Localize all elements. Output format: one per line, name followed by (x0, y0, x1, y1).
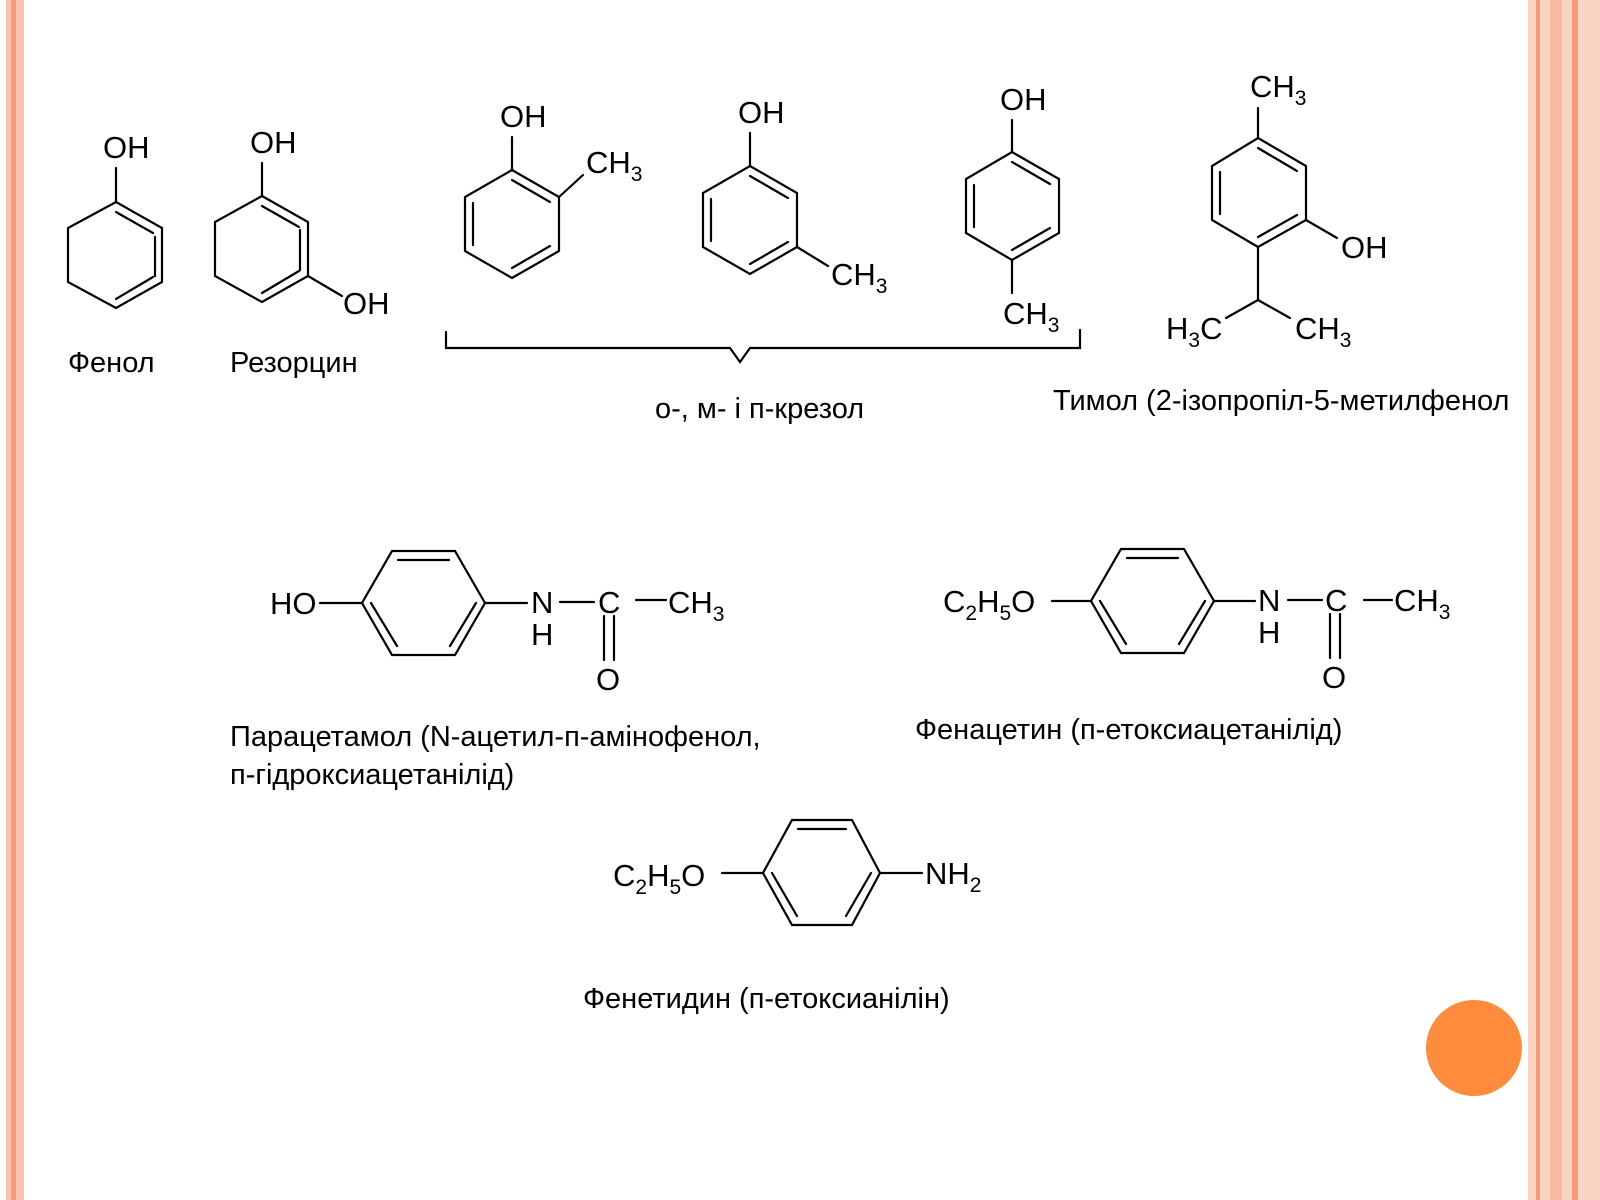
atom-label: C (1325, 583, 1347, 618)
ethoxy-label: C2H5O (613, 858, 705, 899)
atom-label: OH (500, 99, 547, 134)
resorcinol-structure: OH OH (213, 125, 390, 321)
m-cresol-structure: OH CH3 (701, 95, 887, 298)
caption-paracetamol-line1: Парацетамол (N-ацетил-п-амінофенол, (230, 721, 761, 753)
thymol-structure: CH3 OH H3C CH3 (1166, 69, 1388, 352)
left-border-stripe (6, 0, 24, 1200)
paracetamol-structure: HO N H C CH3 O (270, 549, 724, 697)
phenol-structure: OH (66, 130, 164, 310)
atom-label: N (1258, 583, 1280, 618)
orange-circle-decoration (1426, 1000, 1522, 1096)
caption-paracetamol-line2: п-гідроксиацетанілід) (230, 759, 514, 791)
caption-phenacetin: Фенацетин (п-етоксиацетанілід) (915, 714, 1342, 746)
cresol-brace (444, 328, 1082, 364)
phenetidine-structure: C2H5O NH2 (613, 818, 981, 927)
methyl-label: CH3 (1250, 69, 1306, 110)
atom-label: O (1322, 660, 1346, 695)
caption-cresols: о-, м- і п-крезол (655, 393, 864, 425)
atom-label: HO (270, 586, 317, 621)
methyl-label: CH3 (1295, 311, 1351, 352)
caption-resorcinol: Резорцин (230, 347, 358, 379)
atom-label: OH (1341, 230, 1388, 265)
caption-phenol: Фенол (68, 347, 155, 379)
methyl-label: CH3 (586, 145, 642, 186)
atom-label: OH (250, 125, 297, 160)
methyl-label: CH3 (831, 257, 887, 298)
atom-label: O (596, 662, 620, 697)
atom-label: OH (738, 95, 785, 130)
p-cresol-structure: OH CH3 (964, 82, 1061, 337)
atom-label: OH (1000, 82, 1047, 117)
atom-label: OH (343, 286, 390, 321)
atom-label: C (598, 585, 620, 620)
methyl-label: CH3 (668, 585, 724, 626)
atom-label: H (531, 617, 553, 652)
caption-phenetidine: Фенетидин (п-етоксианілін) (583, 983, 950, 1015)
atom-label: H (1258, 615, 1280, 650)
methyl-label: CH3 (1394, 583, 1450, 624)
amine-label: NH2 (925, 856, 981, 897)
atom-label: N (531, 585, 553, 620)
atom-label: OH (103, 130, 150, 165)
caption-thymol: Тимол (2-ізопропіл-5-метилфенол (1053, 385, 1509, 417)
ethoxy-label: C2H5O (943, 584, 1035, 625)
methyl-label: CH3 (1003, 296, 1059, 337)
methyl-label: H3C (1166, 311, 1222, 352)
o-cresol-structure: OH CH3 (463, 99, 642, 280)
phenacetin-structure: C2H5O N H C CH3 O (943, 547, 1450, 695)
right-border-stripe (1528, 0, 1600, 1200)
